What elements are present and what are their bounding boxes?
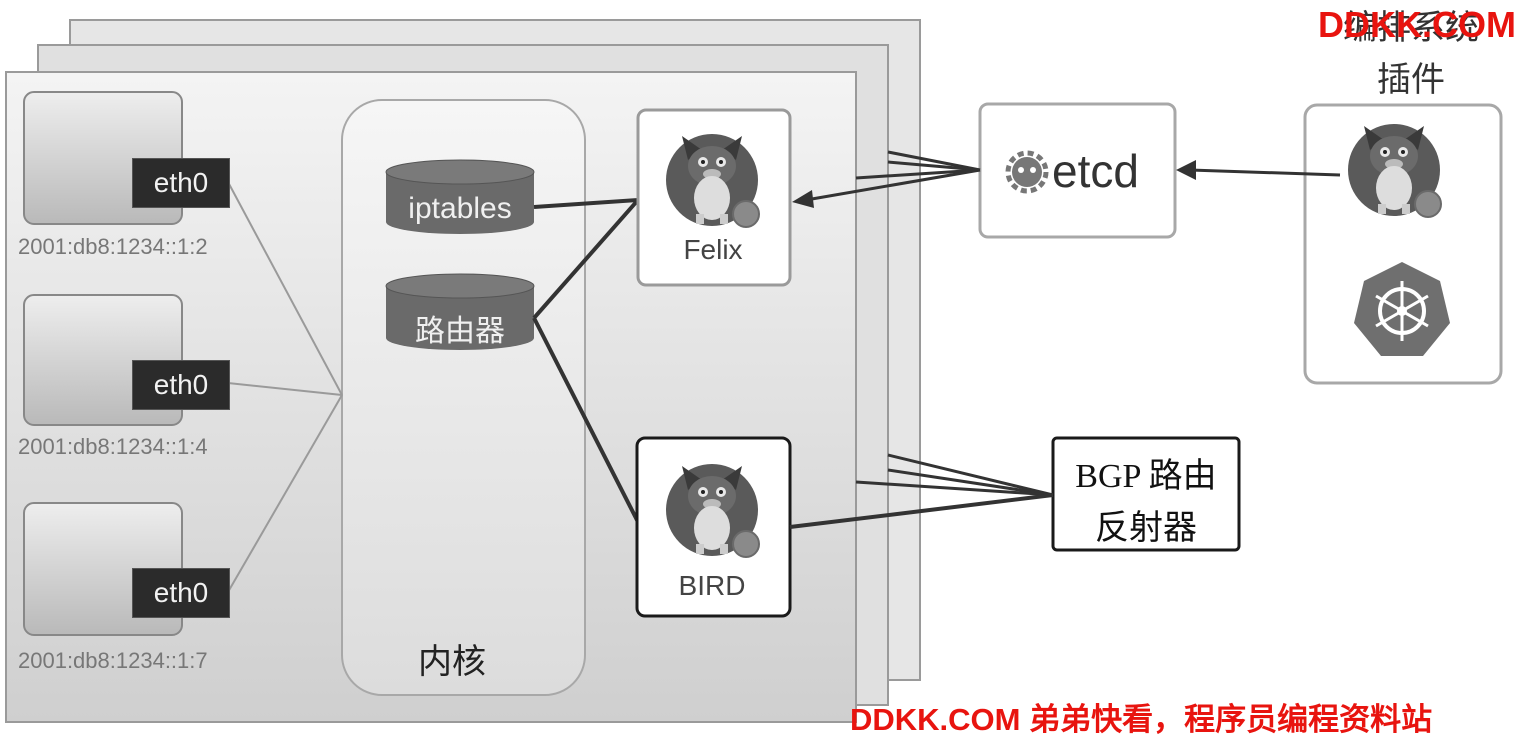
orchestrator-title-line2: 插件 <box>1377 62 1445 99</box>
etcd-felix-arrow <box>805 168 981 202</box>
kernel-label: 内核 <box>418 644 486 681</box>
workload-ip-2: 2001:db8:1234::1:4 <box>18 434 208 459</box>
bird-label: BIRD <box>678 570 746 601</box>
eth0-link-2 <box>227 382 343 396</box>
iptables-felix-link <box>533 198 639 209</box>
watermark-top: DDKK.COM <box>1318 4 1516 45</box>
watermark-bottom: DDKK.COM 弟弟快看，程序员编程资料站 <box>850 702 1433 737</box>
router-felix-link <box>532 198 640 320</box>
kernel-box <box>341 99 586 696</box>
kubernetes-icon <box>1354 262 1450 356</box>
router-label: 路由器 <box>415 315 505 348</box>
workload-ip-3: 2001:db8:1234::1:7 <box>18 648 208 673</box>
eth0-link-1 <box>227 181 343 396</box>
eth0-label-2: eth0 <box>132 360 230 410</box>
eth0-link-3 <box>227 394 343 593</box>
bgp-link-2 <box>887 468 1054 497</box>
etcd-link-2 <box>887 160 981 172</box>
orchestrator-title-line1: 编排系统 <box>1343 10 1479 47</box>
bgp-bird-link <box>789 493 1054 529</box>
iptables-label: iptables <box>408 192 512 225</box>
orchestrator-etcd-arrowhead <box>1176 160 1196 180</box>
workload-ip-1: 2001:db8:1234::1:2 <box>18 234 208 259</box>
bgp-reflector-line2: 反射器 <box>1095 510 1197 547</box>
etcd-label: etcd <box>1052 145 1139 197</box>
router-bird-link <box>532 317 640 523</box>
iptables-cylinder <box>385 159 535 234</box>
bgp-link-3 <box>855 480 1054 497</box>
etcd-link-1 <box>887 150 981 172</box>
router-cylinder <box>385 273 535 350</box>
etcd-link-3 <box>855 168 981 180</box>
etcd-logo-icon <box>1005 150 1049 194</box>
bgp-link-1 <box>887 453 1054 497</box>
eth0-label-1: eth0 <box>132 158 230 208</box>
orchestrator-etcd-arrow <box>1189 168 1341 177</box>
felix-label: Felix <box>683 234 743 265</box>
bgp-reflector-line1: BGP 路由 <box>1075 458 1217 495</box>
etcd-felix-arrowhead <box>792 190 814 208</box>
eth0-label-3: eth0 <box>132 568 230 618</box>
